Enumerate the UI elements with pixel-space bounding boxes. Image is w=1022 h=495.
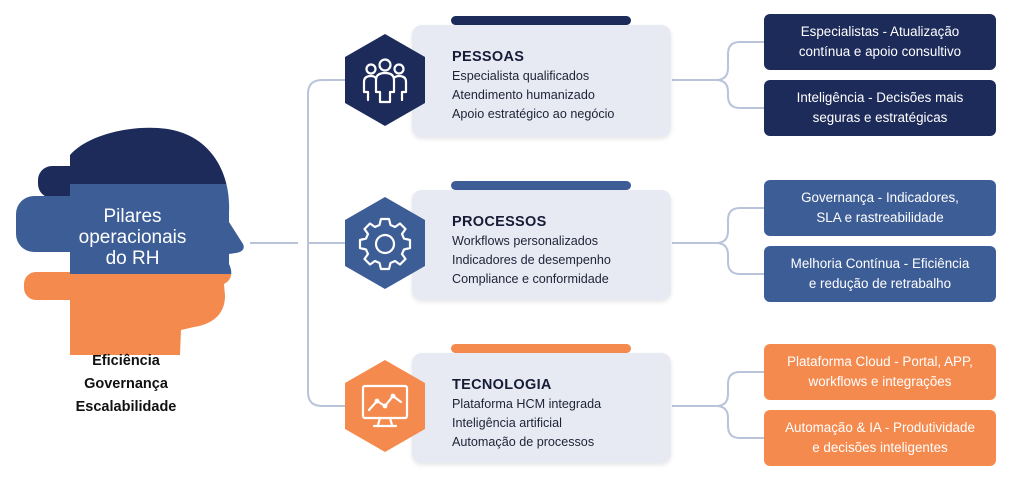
detail-line: Inteligência - Decisões mais	[796, 90, 964, 105]
detail-line: workflows e integrações	[808, 374, 952, 389]
caption-line: Escalabilidade	[75, 399, 177, 415]
detail-line: e redução de retrabalho	[808, 276, 952, 291]
detail-box-especialistas: Especialistas - Atualização contínua e a…	[764, 14, 996, 70]
pillar-item: Inteligência artificial	[452, 416, 562, 430]
pillar-card-tecnologia: TECNOLOGIA Plataforma HCM integrada Inte…	[412, 353, 671, 463]
detail-box-plataforma-cloud: Plataforma Cloud - Portal, APP, workflow…	[764, 344, 996, 400]
pillar-item: Atendimento humanizado	[452, 88, 595, 102]
pillar-card-pessoas: PESSOAS Especialista qualificados Atendi…	[412, 25, 671, 137]
pessoas-accent-bar	[451, 16, 631, 25]
detail-line: Automação & IA - Produtividade	[785, 420, 975, 435]
center-title-line: operacionais	[78, 227, 187, 248]
pillar-item: Apoio estratégico ao negócio	[452, 107, 615, 121]
monitor-chart-icon	[345, 360, 425, 452]
pillar-item: Indicadores de desempenho	[452, 253, 611, 267]
pillar-card-processos: PROCESSOS Workflows personalizados Indic…	[412, 190, 671, 300]
detail-line: SLA e rastreabilidade	[816, 210, 944, 225]
detail-line: e decisões inteligentes	[812, 440, 948, 455]
gear-icon	[345, 197, 425, 289]
pillar-item: Especialista qualificados	[452, 69, 590, 83]
center-title-line: do RH	[105, 248, 160, 269]
connectors	[250, 41, 764, 439]
detail-box-inteligencia: Inteligência - Decisões mais seguras e e…	[764, 80, 996, 136]
processos-accent-bar	[451, 181, 631, 190]
detail-line: Especialistas - Atualização	[800, 24, 960, 39]
detail-line: Governança - Indicadores,	[801, 190, 959, 205]
pillar-title: TECNOLOGIA	[452, 377, 552, 393]
detail-box-governanca: Governança - Indicadores, SLA e rastreab…	[764, 180, 996, 236]
detail-line: seguras e estratégicas	[812, 110, 948, 125]
pillar-item: Workflows personalizados	[452, 234, 599, 248]
pillar-title: PESSOAS	[452, 49, 525, 65]
pillar-item: Compliance e conformidade	[452, 272, 609, 286]
detail-line: Melhoria Contínua - Eficiência	[790, 256, 970, 271]
detail-box-melhoria: Melhoria Contínua - Eficiência e redução…	[764, 246, 996, 302]
caption-line: Governança	[84, 376, 168, 392]
center-title: Pilares operacionais do RH	[40, 206, 225, 269]
center-title-line: Pilares	[103, 206, 162, 227]
people-group-icon	[345, 34, 425, 126]
detail-line: contínua e apoio consultivo	[798, 44, 962, 59]
center-caption: Eficiência Governança Escalabilidade	[40, 350, 212, 419]
pillar-title: PROCESSOS	[452, 214, 547, 230]
tecnologia-accent-bar	[451, 344, 631, 353]
detail-box-automacao: Automação & IA - Produtividade e decisõe…	[764, 410, 996, 466]
caption-line: Eficiência	[92, 353, 160, 369]
pillar-item: Plataforma HCM integrada	[452, 397, 602, 411]
detail-line: Plataforma Cloud - Portal, APP,	[787, 354, 973, 369]
pillar-item: Automação de processos	[452, 435, 595, 449]
